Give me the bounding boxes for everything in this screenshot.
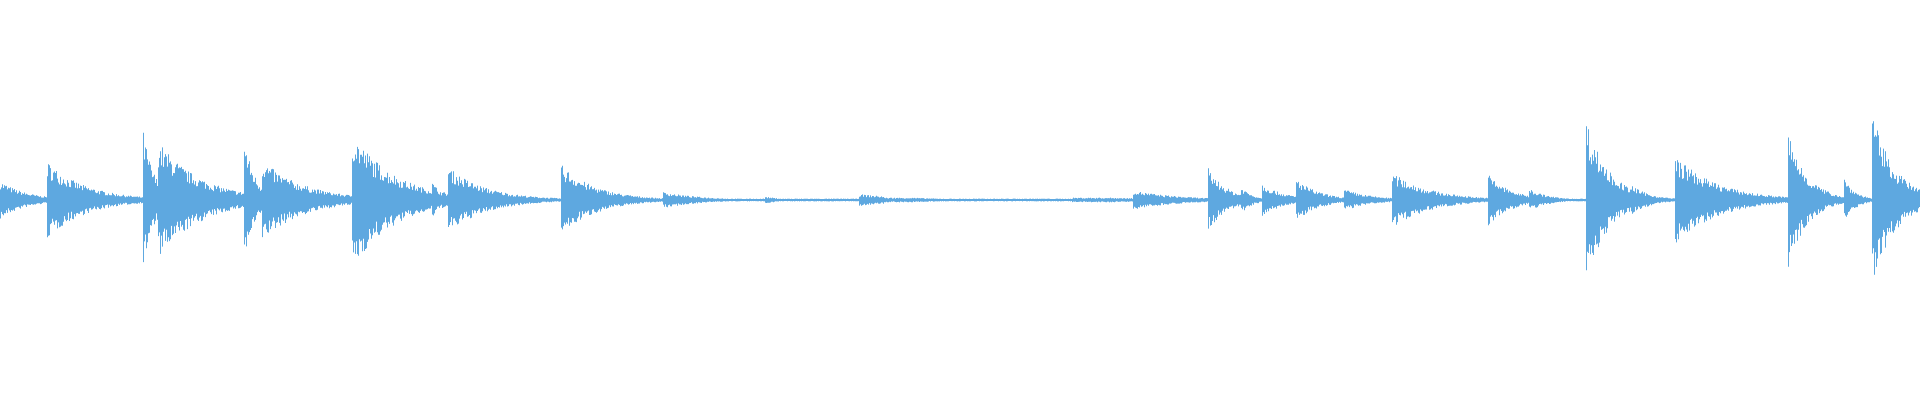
waveform-bars <box>0 121 1920 275</box>
